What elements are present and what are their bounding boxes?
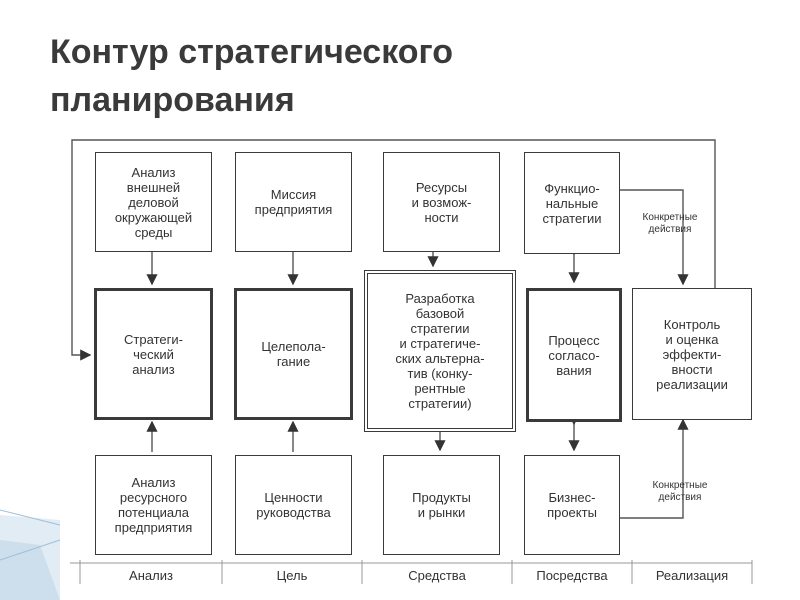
box-text: анализ <box>132 361 175 377</box>
box-text: ности <box>424 209 459 225</box>
box-text: предприятия <box>254 202 333 217</box>
box-text: Бизнес- <box>548 490 596 505</box>
box-text: Целепола- <box>261 339 326 354</box>
stage-label-analiz: Анализ <box>129 568 173 583</box>
feedback-loop-line <box>71 139 716 361</box>
label-konkretnye-deistviya-top: Конкретные действия <box>630 212 710 236</box>
box-text: вности <box>671 361 713 377</box>
box-razrabotka-bazovoi-strategii: Разработка базовой стратегии и стратегич… <box>364 270 516 432</box>
box-biznes-proekty: Бизнес- проекты <box>524 455 620 555</box>
box-text: внешней <box>126 179 181 195</box>
small-text: Конкретные <box>642 212 698 223</box>
box-text: стратегии <box>410 321 470 336</box>
box-text: проекты <box>547 505 597 520</box>
box-text: Ценности <box>264 490 323 505</box>
arrow-funkc-to-kontrol <box>620 189 689 286</box>
arrow-biznes-to-kontrol <box>620 418 689 519</box>
stage-label-cel: Цель <box>276 568 308 583</box>
box-text: эффекти- <box>662 346 722 362</box>
box-text: Контроль <box>663 316 721 332</box>
box-analiz-resursnogo-potenciala: Анализ ресурсного потенциала предприятия <box>95 455 212 555</box>
box-text: нальные <box>545 195 599 211</box>
box-text: предприятия <box>114 520 193 535</box>
box-text: Миссия <box>270 187 317 202</box>
box-celepolaganie: Целепола- гание <box>234 288 353 420</box>
box-text: Ресурсы <box>415 179 468 195</box>
stage-label-realizaciya: Реализация <box>655 568 729 583</box>
box-text: гание <box>276 354 311 369</box>
box-text: ресурсного <box>119 490 188 505</box>
box-text: реализации <box>656 376 728 392</box>
box-text: Анализ <box>131 164 176 180</box>
box-cennosti-rukovodstva: Ценности руководства <box>235 455 352 555</box>
box-text: согласо- <box>548 347 600 363</box>
title-line-2: планирования <box>50 81 295 119</box>
box-text: и стратегиче- <box>399 336 481 351</box>
box-text: Продукты <box>412 490 471 505</box>
box-text: потенциала <box>118 505 189 520</box>
box-text: руководства <box>256 505 331 520</box>
box-analiz-vneshnei-sredy: Анализ внешней деловой окружающей среды <box>95 152 212 252</box>
box-text: Процесс <box>548 332 600 348</box>
box-process-soglasovaniya: Процесс согласо- вания <box>526 288 622 422</box>
label-konkretnye-deistviya-bottom: Конкретные действия <box>640 480 720 504</box>
box-missiya: Миссия предприятия <box>235 152 352 252</box>
small-text: действия <box>648 224 692 235</box>
box-text: Стратеги- <box>124 331 183 347</box>
box-text: и оценка <box>665 331 719 347</box>
box-text: Разработка <box>405 291 475 306</box>
box-text: и рынки <box>417 505 466 520</box>
box-text: вания <box>556 362 592 378</box>
box-text: рентные <box>414 381 466 396</box>
box-text: тив (конку- <box>407 366 473 381</box>
box-text: деловой <box>128 194 179 210</box>
title-line-1: Контур стратегического <box>50 33 454 71</box>
box-funkcionalnye-strategii: Функцио- нальные стратегии <box>524 152 620 254</box>
box-text: среды <box>134 224 173 240</box>
box-text: Функцио- <box>544 180 600 196</box>
box-text: базовой <box>415 306 465 321</box>
slide-title: Контур стратегического планирования <box>50 28 650 124</box>
box-strategicheskiy-analiz: Стратеги- ческий анализ <box>94 288 213 420</box>
box-text: стратегии <box>542 210 602 226</box>
box-text: окружающей <box>114 209 193 225</box>
box-text: ческий <box>133 346 174 362</box>
box-text: ских альтерна- <box>395 351 485 366</box>
stage-label-sredstva: Средства <box>408 568 466 583</box>
box-text: Анализ <box>131 475 176 490</box>
box-produkty-i-rynki: Продукты и рынки <box>383 455 500 555</box>
small-text: Конкретные <box>652 480 708 491</box>
stage-label-posredstva: Посредства <box>536 568 608 583</box>
box-resursy: Ресурсы и возмож- ности <box>383 152 500 252</box>
small-text: действия <box>658 492 702 503</box>
box-kontrol-i-ocenka: Контроль и оценка эффекти- вности реализ… <box>632 288 752 420</box>
box-text: и возмож- <box>411 194 472 210</box>
box-text: стратегии) <box>408 396 472 411</box>
